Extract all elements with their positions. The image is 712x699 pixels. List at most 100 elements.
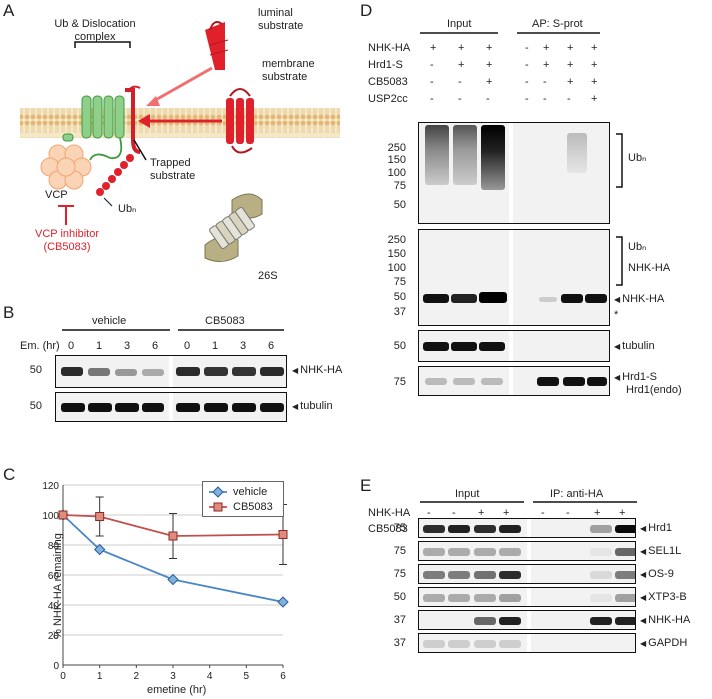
ubn-label: Ubₙ bbox=[118, 203, 137, 215]
chart-legend: vehicle CB5083 bbox=[202, 481, 284, 517]
data-point bbox=[167, 573, 179, 586]
condition-sign: - bbox=[543, 93, 547, 105]
inhibitor-label-1: VCP inhibitor bbox=[35, 228, 99, 240]
x-tick-label: 2 bbox=[134, 671, 140, 682]
condition-sign: - bbox=[525, 93, 529, 105]
condition-row-label: USP2cc bbox=[368, 93, 408, 105]
mw-marker: 75 bbox=[393, 376, 406, 388]
condition-sign: + bbox=[478, 507, 485, 519]
mw-marker: 250 bbox=[387, 234, 406, 246]
blot-label: SEL1L bbox=[640, 545, 681, 557]
blot-tubulin bbox=[55, 392, 287, 422]
condition-sign: + bbox=[619, 507, 626, 519]
blot-label: Hrd1 bbox=[640, 522, 672, 534]
label-ubn: Ubₙ bbox=[628, 152, 647, 164]
mw-marker: 50 bbox=[29, 400, 42, 412]
blot-band bbox=[590, 548, 612, 556]
mw-marker: 50 bbox=[393, 591, 406, 603]
blot-band bbox=[423, 525, 445, 533]
x-tick-label: 4 bbox=[207, 671, 213, 682]
x-tick-label: 1 bbox=[97, 671, 103, 682]
mw-marker: 50 bbox=[29, 364, 42, 376]
blot-band bbox=[615, 525, 635, 533]
mw-marker: 50 bbox=[393, 291, 406, 303]
mw-marker: 150 bbox=[387, 154, 406, 166]
blot-band bbox=[590, 525, 612, 533]
condition-row-label: Hrd1-S bbox=[368, 59, 403, 71]
condition-sign: + bbox=[567, 42, 574, 54]
inhibitor-label-2: (CB5083) bbox=[43, 241, 91, 253]
blot-nhk-ha bbox=[55, 355, 287, 388]
label-hrd1endo: Hrd1(endo) bbox=[626, 384, 682, 396]
label-ubn-2: Ubₙ bbox=[628, 241, 647, 253]
condition-sign: + bbox=[591, 93, 598, 105]
timepoint: 3 bbox=[124, 340, 131, 352]
ub-dislocation-label-2: complex bbox=[74, 31, 116, 43]
timepoint: 1 bbox=[212, 340, 219, 352]
blot-band bbox=[423, 548, 445, 556]
blot-os-9 bbox=[418, 564, 636, 584]
mw-marker: 50 bbox=[393, 340, 406, 352]
condition-row-label: NHK-HA bbox=[368, 42, 411, 54]
panel-letter-a: A bbox=[3, 1, 15, 20]
mw-marker: 37 bbox=[393, 614, 406, 626]
blot-band bbox=[423, 594, 445, 602]
panel-letter-d: D bbox=[360, 1, 373, 20]
condition-sign: - bbox=[486, 93, 490, 105]
y-tick-label: 40 bbox=[48, 601, 60, 612]
blot-gapdh bbox=[418, 633, 636, 653]
panel-b-group-vehicle: vehicle bbox=[92, 315, 127, 327]
y-tick-label: 80 bbox=[48, 541, 60, 552]
condition-sign: + bbox=[567, 59, 574, 71]
mw-marker: 37 bbox=[393, 637, 406, 649]
blot-band bbox=[474, 594, 496, 602]
blot-band bbox=[448, 594, 470, 602]
data-point bbox=[58, 510, 68, 520]
condition-sign: - bbox=[427, 507, 431, 519]
condition-sign: + bbox=[458, 59, 465, 71]
condition-sign: - bbox=[525, 76, 529, 88]
blot-band bbox=[590, 617, 612, 625]
blot-band bbox=[448, 640, 470, 648]
condition-sign: - bbox=[543, 76, 547, 88]
condition-sign: - bbox=[430, 76, 434, 88]
x-tick-label: 6 bbox=[280, 671, 286, 682]
blot-nhk-ha bbox=[418, 610, 636, 630]
condition-sign: + bbox=[486, 59, 493, 71]
condition-row-label: NHK-HA bbox=[368, 507, 411, 519]
label-nhk-ha-bracket: NHK-HA bbox=[628, 262, 671, 274]
panel-letter-e: E bbox=[360, 476, 372, 495]
x-tick-label: 5 bbox=[244, 671, 250, 682]
timepoint: 6 bbox=[152, 340, 159, 352]
blot-band bbox=[448, 548, 470, 556]
data-point bbox=[93, 543, 106, 556]
membrane-substrate-shape bbox=[226, 88, 254, 154]
blot-band bbox=[590, 571, 612, 579]
mw-marker: 37 bbox=[393, 306, 406, 318]
condition-sign: + bbox=[486, 76, 493, 88]
label-tubulin-d: tubulin bbox=[614, 340, 654, 352]
blot-band bbox=[615, 617, 635, 625]
x-tick-label: 3 bbox=[170, 671, 176, 682]
condition-sign: + bbox=[594, 507, 601, 519]
panel-b-group-cb5083: CB5083 bbox=[205, 315, 245, 327]
blot-hrd1 bbox=[418, 518, 636, 538]
label-star: * bbox=[614, 309, 619, 321]
band-label-tubulin: tubulin bbox=[292, 400, 332, 412]
mw-marker: 250 bbox=[387, 142, 406, 154]
timepoint: 0 bbox=[68, 340, 75, 352]
blot-band bbox=[499, 548, 521, 556]
condition-sign: - bbox=[452, 507, 456, 519]
condition-sign: - bbox=[458, 93, 462, 105]
legend-cb5083: CB5083 bbox=[233, 501, 273, 513]
mw-marker: 150 bbox=[387, 248, 406, 260]
panel-e-group-ip: IP: anti-HA bbox=[550, 488, 604, 500]
blot-band bbox=[499, 617, 521, 625]
condition-sign: - bbox=[525, 42, 529, 54]
mw-marker: 75 bbox=[393, 276, 406, 288]
mw-marker: 50 bbox=[393, 199, 406, 211]
blot-label: OS-9 bbox=[640, 568, 674, 580]
mw-marker: 100 bbox=[387, 167, 406, 179]
label-nhk-ha-d: NHK-HA bbox=[614, 293, 664, 305]
blot-nhk-ha-d bbox=[418, 229, 610, 326]
